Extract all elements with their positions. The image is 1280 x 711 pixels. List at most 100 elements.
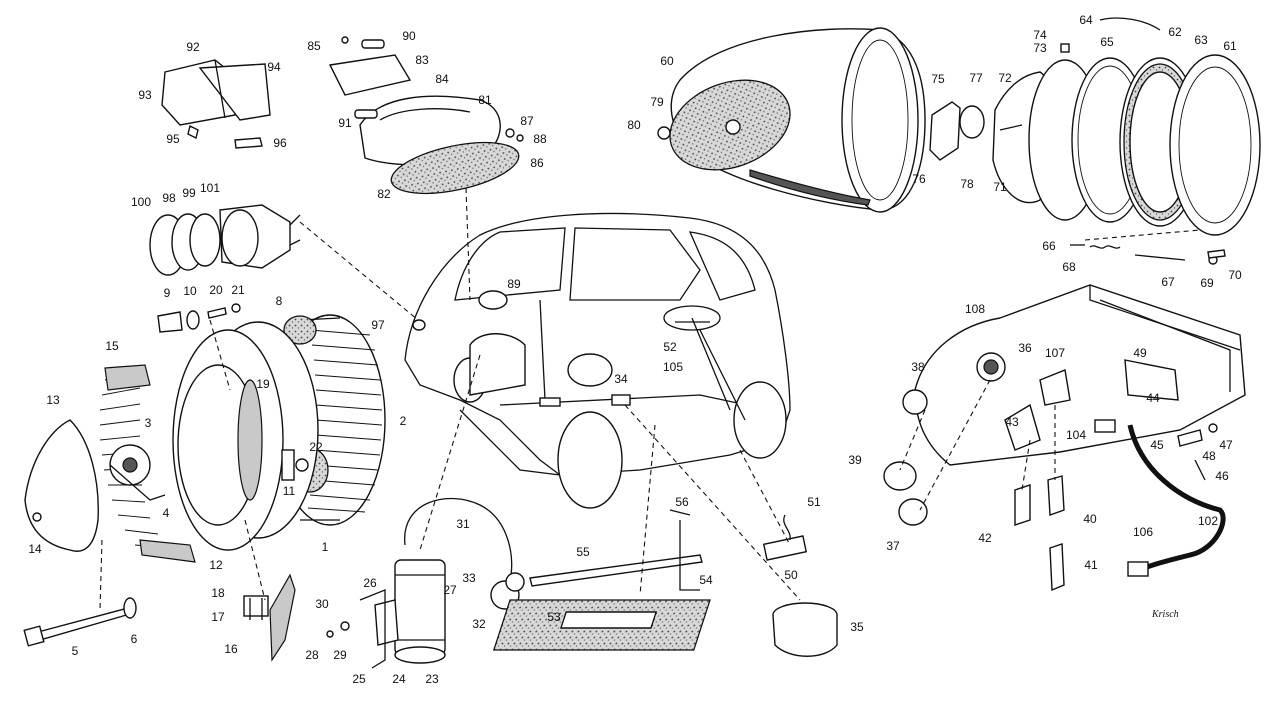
part-label-55: 55 [576, 545, 590, 559]
part-label-17: 17 [211, 610, 225, 624]
part-label-77: 77 [969, 71, 983, 85]
part-label-91: 91 [338, 116, 352, 130]
part-label-41: 41 [1084, 558, 1098, 572]
part-label-64: 64 [1079, 13, 1093, 27]
part-label-39: 39 [848, 453, 862, 467]
part-label-14: 14 [28, 542, 42, 556]
part-label-19: 19 [256, 377, 270, 391]
part-label-80: 80 [627, 118, 641, 132]
ignition-coil [326, 497, 525, 669]
part-label-24: 24 [392, 672, 406, 686]
part-label-47: 47 [1219, 438, 1233, 452]
part-label-20: 20 [209, 283, 223, 297]
part-label-6: 6 [131, 632, 138, 646]
part-label-51: 51 [807, 495, 821, 509]
part-label-75: 75 [931, 72, 945, 86]
part-label-63: 63 [1194, 33, 1208, 47]
car-body [404, 212, 791, 509]
part-label-95: 95 [166, 132, 180, 146]
part-label-83: 83 [415, 53, 429, 67]
part-label-10: 10 [183, 284, 197, 298]
part-label-82: 82 [377, 187, 391, 201]
part-label-92: 92 [186, 40, 200, 54]
part-label-37: 37 [886, 539, 900, 553]
part-label-15: 15 [105, 339, 119, 353]
part-label-18: 18 [211, 586, 225, 600]
part-label-4: 4 [163, 506, 170, 520]
part-label-48: 48 [1202, 449, 1216, 463]
part-label-79: 79 [650, 95, 664, 109]
part-label-31: 31 [456, 517, 470, 531]
part-label-62: 62 [1168, 25, 1182, 39]
part-label-46: 46 [1215, 469, 1229, 483]
part-label-100: 100 [131, 195, 151, 209]
part-label-13: 13 [46, 393, 60, 407]
headlamp-assembly [929, 17, 1261, 265]
part-label-101: 101 [200, 181, 220, 195]
artist-signature: Krisch [1151, 609, 1179, 620]
part-label-88: 88 [533, 132, 547, 146]
part-label-104: 104 [1066, 428, 1086, 442]
part-label-97: 97 [371, 318, 385, 332]
part-label-66: 66 [1042, 239, 1056, 253]
part-label-86: 86 [530, 156, 544, 170]
part-label-84: 84 [435, 72, 449, 86]
part-label-26: 26 [363, 576, 377, 590]
part-label-99: 99 [182, 186, 196, 200]
part-label-70: 70 [1228, 268, 1242, 282]
part-label-107: 107 [1045, 346, 1065, 360]
part-label-45: 45 [1150, 438, 1164, 452]
part-label-74: 74 [1033, 28, 1047, 42]
part-label-87: 87 [520, 114, 534, 128]
part-label-52: 52 [663, 340, 677, 354]
part-label-60: 60 [660, 54, 674, 68]
part-label-28: 28 [305, 648, 319, 662]
part-label-22: 22 [309, 440, 323, 454]
tail-lamp-assembly [161, 36, 524, 195]
part-label-96: 96 [273, 136, 287, 150]
part-label-38: 38 [911, 360, 925, 374]
part-label-27: 27 [443, 583, 457, 597]
part-label-54: 54 [699, 573, 713, 587]
part-label-65: 65 [1100, 35, 1114, 49]
part-label-40: 40 [1083, 512, 1097, 526]
part-label-89: 89 [507, 277, 521, 291]
part-label-78: 78 [960, 177, 974, 191]
part-label-16: 16 [224, 642, 238, 656]
heater-unit [883, 284, 1246, 592]
part-label-44: 44 [1146, 391, 1160, 405]
connector-lines [99, 187, 1201, 611]
part-label-56: 56 [675, 495, 689, 509]
part-label-36: 36 [1018, 341, 1032, 355]
part-label-68: 68 [1062, 260, 1076, 274]
part-label-72: 72 [998, 71, 1012, 85]
part-label-69: 69 [1200, 276, 1214, 290]
front-lamp [657, 27, 926, 213]
floor-parts [492, 509, 838, 657]
part-label-25: 25 [352, 672, 366, 686]
part-label-33: 33 [462, 571, 476, 585]
part-label-102: 102 [1198, 514, 1218, 528]
part-label-8: 8 [276, 294, 283, 308]
part-label-42: 42 [978, 531, 992, 545]
part-label-71: 71 [993, 180, 1007, 194]
part-label-11: 11 [283, 484, 296, 498]
part-label-90: 90 [402, 29, 416, 43]
part-label-3: 3 [145, 416, 152, 430]
part-label-81: 81 [478, 93, 492, 107]
part-label-30: 30 [315, 597, 329, 611]
part-label-49: 49 [1133, 346, 1147, 360]
part-label-94: 94 [267, 60, 281, 74]
part-label-23: 23 [425, 672, 439, 686]
part-label-12: 12 [209, 558, 223, 572]
part-label-21: 21 [231, 283, 245, 297]
part-label-108: 108 [965, 302, 985, 316]
part-label-50: 50 [784, 568, 798, 582]
part-label-5: 5 [72, 644, 79, 658]
part-label-9: 9 [164, 286, 171, 300]
part-label-105: 105 [663, 360, 683, 374]
part-label-73: 73 [1033, 41, 1047, 55]
part-label-35: 35 [850, 620, 864, 634]
